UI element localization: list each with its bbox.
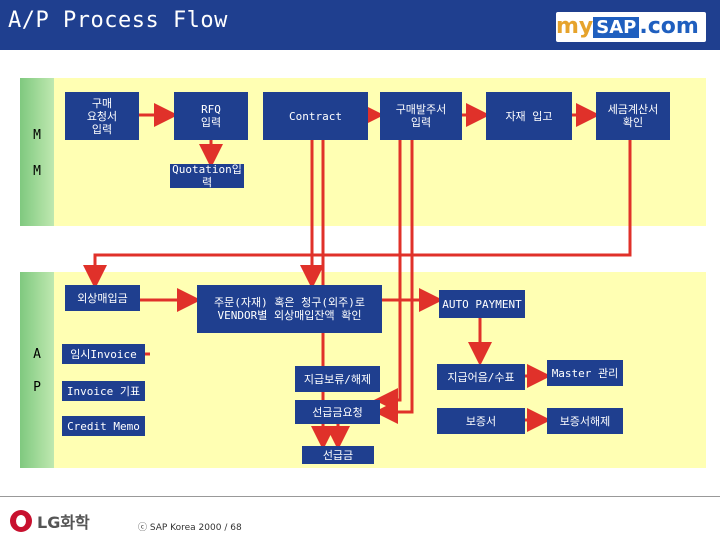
mm-label-2: M xyxy=(33,164,41,179)
rfq-box: RFQ 입력 xyxy=(174,92,248,140)
lg-chem-logo: LG화학 xyxy=(10,507,105,535)
master-manage-box: Master 관리 xyxy=(547,360,623,386)
invoice-entry-box: Invoice 기표 xyxy=(62,381,145,401)
logo-my: my xyxy=(556,14,594,39)
arrow-tax-to-vendor-payable xyxy=(83,140,632,289)
lg-logo-text: LG화학 xyxy=(37,513,90,532)
logo-sap: SAP xyxy=(593,17,640,38)
vendor-payable-box: 외상매입금 xyxy=(65,285,140,311)
mm-label-1: M xyxy=(33,128,41,143)
payment-hold-box: 지급보류/해제 xyxy=(295,366,380,392)
mm-row-label-bar xyxy=(20,78,54,226)
auto-payment-box: AUTO PAYMENT xyxy=(439,290,525,318)
copyright-text: ⓒ SAP Korea 2000 / 68 xyxy=(138,523,242,533)
credit-memo-box: Credit Memo xyxy=(62,416,145,436)
quotation-box: Quotation입력 xyxy=(170,163,244,189)
logo-com: .com xyxy=(639,14,699,39)
lg-logo-icon xyxy=(10,510,32,532)
arrow-po-to-payment-hold xyxy=(374,140,402,412)
arrow-po-to-advance-request xyxy=(374,140,414,424)
contract-box: Contract xyxy=(263,92,368,140)
guarantee-release-box: 보증서해제 xyxy=(547,408,623,434)
purchase-request-box: 구매 요청서 입력 xyxy=(65,92,139,140)
page-title: A/P Process Flow xyxy=(8,8,228,33)
goods-receipt-box: 자재 입고 xyxy=(486,92,572,140)
check-draft-box: 지급어음/수표 xyxy=(437,364,525,390)
ap-label-1: A xyxy=(33,347,41,362)
footer-divider xyxy=(0,496,720,497)
advance-request-box: 선급금요청 xyxy=(295,400,380,424)
advance-payment-box: 선급금 xyxy=(302,446,374,464)
temp-invoice-box: 임시Invoice xyxy=(62,344,145,364)
ap-label-2: P xyxy=(33,380,41,395)
vendor-check-box: 주문(자재) 혹은 청구(외주)로 VENDOR별 외상매입잔액 확인 xyxy=(197,285,382,333)
purchase-order-box: 구매발주서 입력 xyxy=(380,92,462,140)
tax-invoice-box: 세금계산서 확인 xyxy=(596,92,670,140)
guarantee-box: 보증서 xyxy=(437,408,525,434)
ap-row-label-bar xyxy=(20,272,54,468)
